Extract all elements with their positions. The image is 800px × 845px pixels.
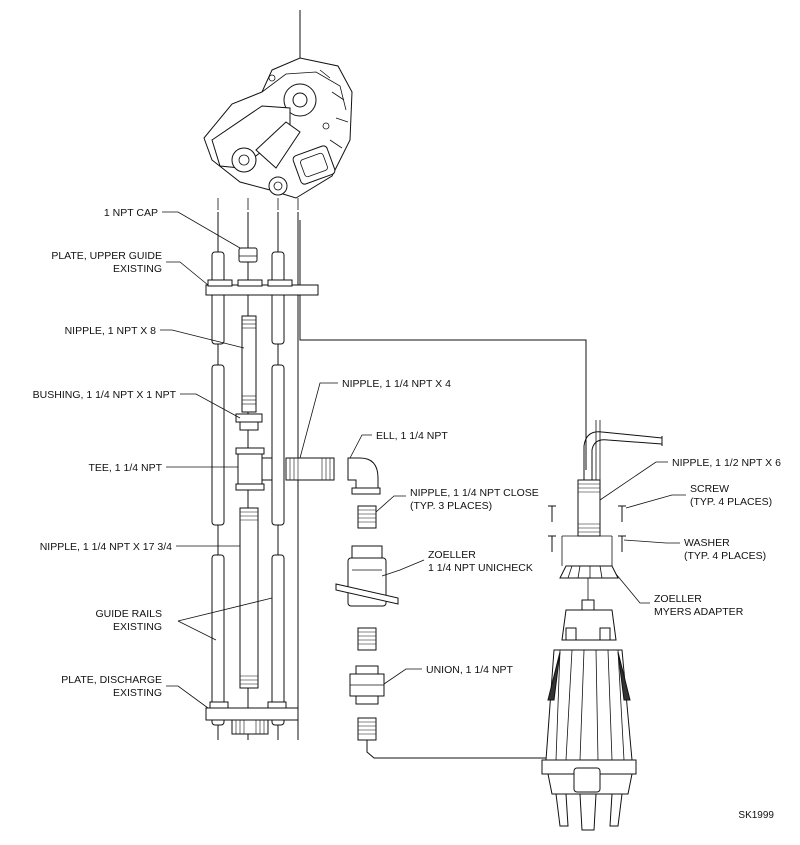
label-nipple-17: NIPPLE, 1 1/4 NPT X 17 3/4 bbox=[40, 541, 172, 553]
washer-icon bbox=[548, 535, 626, 552]
label-unicheck-1: ZOELLER bbox=[428, 549, 476, 561]
bushing bbox=[235, 413, 263, 431]
upper-guide-plate bbox=[205, 279, 319, 296]
top-fitting-assembly bbox=[203, 10, 353, 210]
screw-icon bbox=[548, 505, 626, 522]
label-union: UNION, 1 1/4 NPT bbox=[426, 664, 514, 676]
ell-fitting bbox=[347, 457, 381, 495]
discharge-plate bbox=[205, 701, 299, 735]
label-ell: ELL, 1 1/4 NPT bbox=[376, 430, 448, 442]
label-rails-2: EXISTING bbox=[113, 621, 162, 633]
label-nipple-4: NIPPLE, 1 1/4 NPT X 4 bbox=[342, 378, 451, 390]
label-washer-2: (TYP. 4 PLACES) bbox=[684, 550, 766, 562]
label-screw-1: SCREW bbox=[690, 483, 729, 495]
label-close-2: (TYP. 3 PLACES) bbox=[410, 500, 492, 512]
label-adapter-1: ZOELLER bbox=[654, 593, 702, 605]
leader-lines bbox=[160, 211, 686, 709]
label-bushing: BUSHING, 1 1/4 NPT X 1 NPT bbox=[33, 389, 177, 401]
label-upper-plate-2: EXISTING bbox=[113, 263, 162, 275]
guide-rails bbox=[211, 212, 587, 740]
callout-labels: 1 NPT CAP PLATE, UPPER GUIDE EXISTING NI… bbox=[33, 207, 781, 821]
label-screw-2: (TYP. 4 PLACES) bbox=[690, 496, 772, 508]
label-tee: TEE, 1 1/4 NPT bbox=[88, 462, 162, 474]
label-close-1: NIPPLE, 1 1/4 NPT CLOSE bbox=[410, 487, 539, 499]
label-upper-plate-1: PLATE, UPPER GUIDE bbox=[51, 250, 162, 262]
close-nipple-middle bbox=[357, 627, 377, 651]
nipple-1x8 bbox=[241, 315, 257, 413]
label-nipple-8: NIPPLE, 1 NPT X 8 bbox=[65, 325, 157, 337]
label-rails-1: GUIDE RAILS bbox=[95, 608, 162, 620]
close-nipple-bottom bbox=[357, 717, 377, 741]
drawing-id: SK1999 bbox=[738, 810, 774, 821]
unicheck-valve bbox=[335, 545, 399, 607]
label-nipple-6: NIPPLE, 1 1/2 NPT X 6 bbox=[672, 457, 781, 469]
union-fitting bbox=[349, 665, 385, 705]
grinder-pump bbox=[541, 420, 663, 831]
label-washer-1: WASHER bbox=[684, 537, 730, 549]
nipple-1-1-4x17 bbox=[239, 507, 259, 689]
npt-cap bbox=[238, 247, 258, 263]
nipple-1-1-4x4 bbox=[285, 457, 335, 481]
label-cap: 1 NPT CAP bbox=[104, 207, 158, 219]
close-nipple-top bbox=[357, 505, 377, 529]
tee-fitting bbox=[235, 447, 273, 491]
label-discharge-1: PLATE, DISCHARGE bbox=[61, 674, 162, 686]
label-adapter-2: MYERS ADAPTER bbox=[654, 606, 744, 618]
label-unicheck-2: 1 1/4 NPT UNICHECK bbox=[428, 562, 533, 574]
label-discharge-2: EXISTING bbox=[113, 687, 162, 699]
